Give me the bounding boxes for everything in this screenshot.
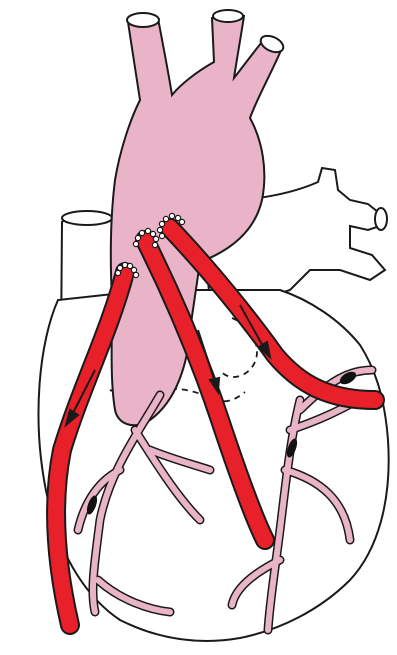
brachiocephalic-opening xyxy=(127,13,159,27)
left-carotid-opening xyxy=(213,10,243,22)
pulmonary-vein-opening xyxy=(375,208,387,230)
svc-opening xyxy=(62,211,112,225)
